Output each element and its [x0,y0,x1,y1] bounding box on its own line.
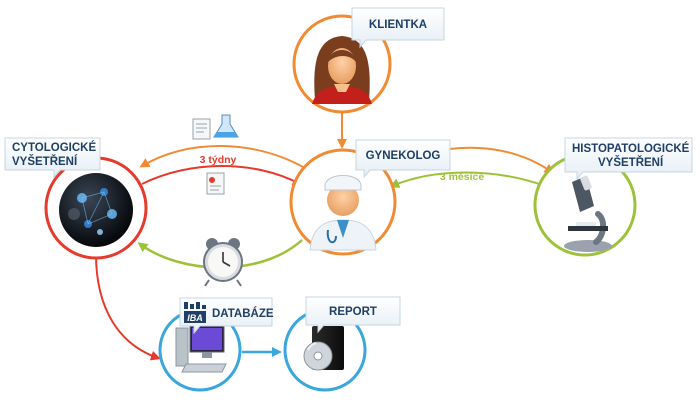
report-callout: REPORT [305,296,401,334]
edge-histopathology-gynekolog [389,171,546,188]
database-label: DATABÁZE [212,307,274,320]
klientka-label: KLIENTKA [369,19,427,31]
node-gynekolog: GYNEKOLOG [289,139,451,256]
document-form-icon [192,118,211,140]
node-klientka: KLIENTKA [292,7,445,114]
klientka-callout: KLIENTKA [351,7,445,49]
node-histopathology: HISTOPATOLOGICKÉ VYŠETŘENÍ [533,137,693,257]
cell-image-icon [59,173,133,247]
iba-logo-text: IBA [187,313,203,323]
gynekolog-callout: GYNEKOLOG [355,139,451,179]
node-report: REPORT [283,296,401,392]
node-database: IBA DATABÁZE [158,297,274,392]
woman-avatar-icon [312,36,372,104]
database-callout: IBA DATABÁZE [179,297,274,335]
histopathology-label-line1: HISTOPATOLOGICKÉ [572,142,690,155]
edge-label-3-tydny: 3 týdny [200,154,237,166]
histopathology-label-line2: VYŠETŘENÍ [598,156,664,169]
edge-gynekolog-cytology [139,145,306,169]
microscope-icon [564,175,612,252]
cd-case-icon [303,326,344,371]
cytology-label-line2: VYŠETŘENÍ [12,155,78,168]
edge-cytology-database [95,253,161,361]
computer-icon [175,325,227,373]
cytology-label-line1: CYTOLOGICKÉ [12,141,96,154]
iba-logo: IBA [184,302,206,323]
edge-label-3-mesice: 3 měsíce [440,171,485,183]
cytology-callout: CYTOLOGICKÉ VYŠETŘENÍ [4,137,101,179]
report-label: REPORT [329,306,377,318]
document-form-icon-2 [206,172,225,195]
edge-cytology-gynekolog [141,165,303,186]
histopathology-callout: HISTOPATOLOGICKÉ VYŠETŘENÍ [564,137,693,181]
doctor-icon [309,175,377,251]
flask-icon [213,114,239,138]
gynekolog-label: GYNEKOLOG [366,150,441,162]
node-cytology: CYTOLOGICKÉ VYŠETŘENÍ [4,137,148,260]
alarm-clock-icon [203,238,243,287]
